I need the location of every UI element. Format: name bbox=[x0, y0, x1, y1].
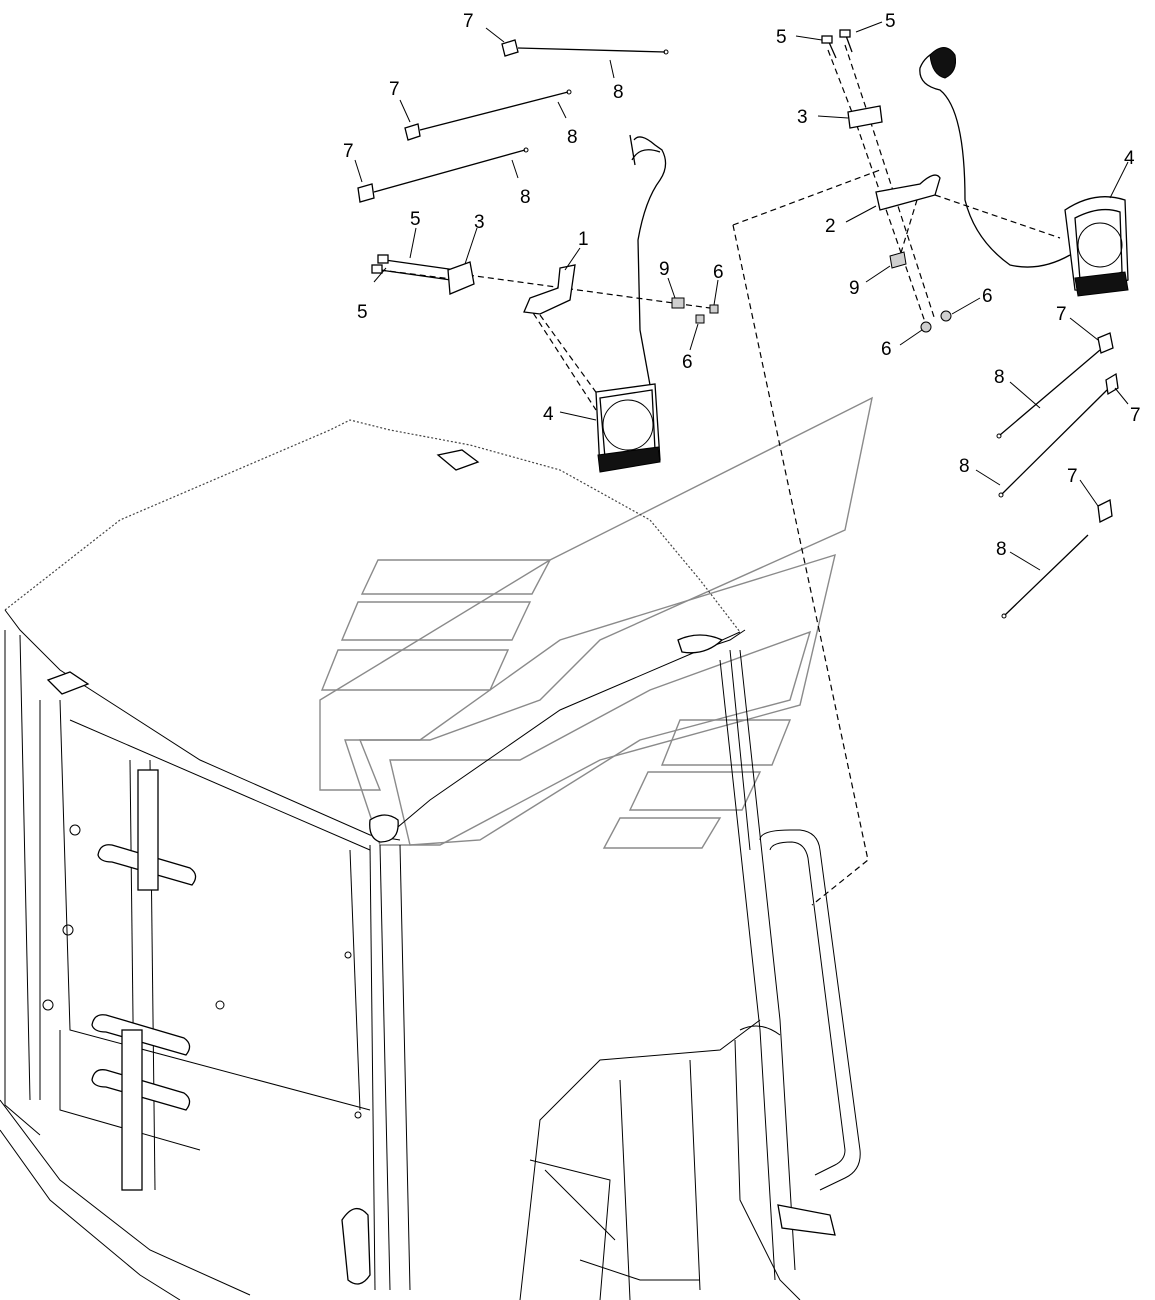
callout-6: 6 bbox=[713, 262, 724, 283]
callout-5: 5 bbox=[776, 27, 787, 48]
callout-5: 5 bbox=[357, 302, 368, 323]
callout-7: 7 bbox=[1056, 304, 1067, 325]
callout-5: 5 bbox=[885, 11, 896, 32]
callout-4: 4 bbox=[1124, 148, 1135, 169]
callout-9: 9 bbox=[659, 259, 670, 280]
right-lamp-assembly bbox=[821, 29, 1129, 333]
callout-5: 5 bbox=[410, 209, 421, 230]
callout-1: 1 bbox=[578, 229, 589, 250]
callout-7: 7 bbox=[1067, 466, 1078, 487]
callout-8: 8 bbox=[613, 82, 624, 103]
callout-6: 6 bbox=[982, 286, 993, 307]
callout-6: 6 bbox=[881, 339, 892, 360]
callout-6: 6 bbox=[682, 352, 693, 373]
callout-7: 7 bbox=[1130, 405, 1141, 426]
callout-9: 9 bbox=[849, 278, 860, 299]
watermark-logo bbox=[319, 396, 873, 849]
callout-8: 8 bbox=[994, 367, 1005, 388]
callout-7: 7 bbox=[463, 11, 474, 32]
callout-8: 8 bbox=[520, 187, 531, 208]
callout-2: 2 bbox=[825, 216, 836, 237]
callout-7: 7 bbox=[389, 79, 400, 100]
callout-4: 4 bbox=[543, 404, 554, 425]
callout-8: 8 bbox=[996, 539, 1007, 560]
callout-8: 8 bbox=[959, 456, 970, 477]
cab-assembly bbox=[0, 419, 861, 1300]
left-lamp-assembly bbox=[371, 134, 719, 473]
callout-3: 3 bbox=[474, 212, 485, 233]
callout-8: 8 bbox=[567, 127, 578, 148]
callout-7: 7 bbox=[343, 141, 354, 162]
callout-labels: 7 8 7 8 7 8 5 5 3 1 9 6 6 4 5 5 3 2 4 9 … bbox=[343, 11, 1141, 560]
callout-leaders bbox=[354, 21, 1129, 571]
callout-3: 3 bbox=[797, 107, 808, 128]
cable-ties bbox=[357, 39, 1119, 619]
